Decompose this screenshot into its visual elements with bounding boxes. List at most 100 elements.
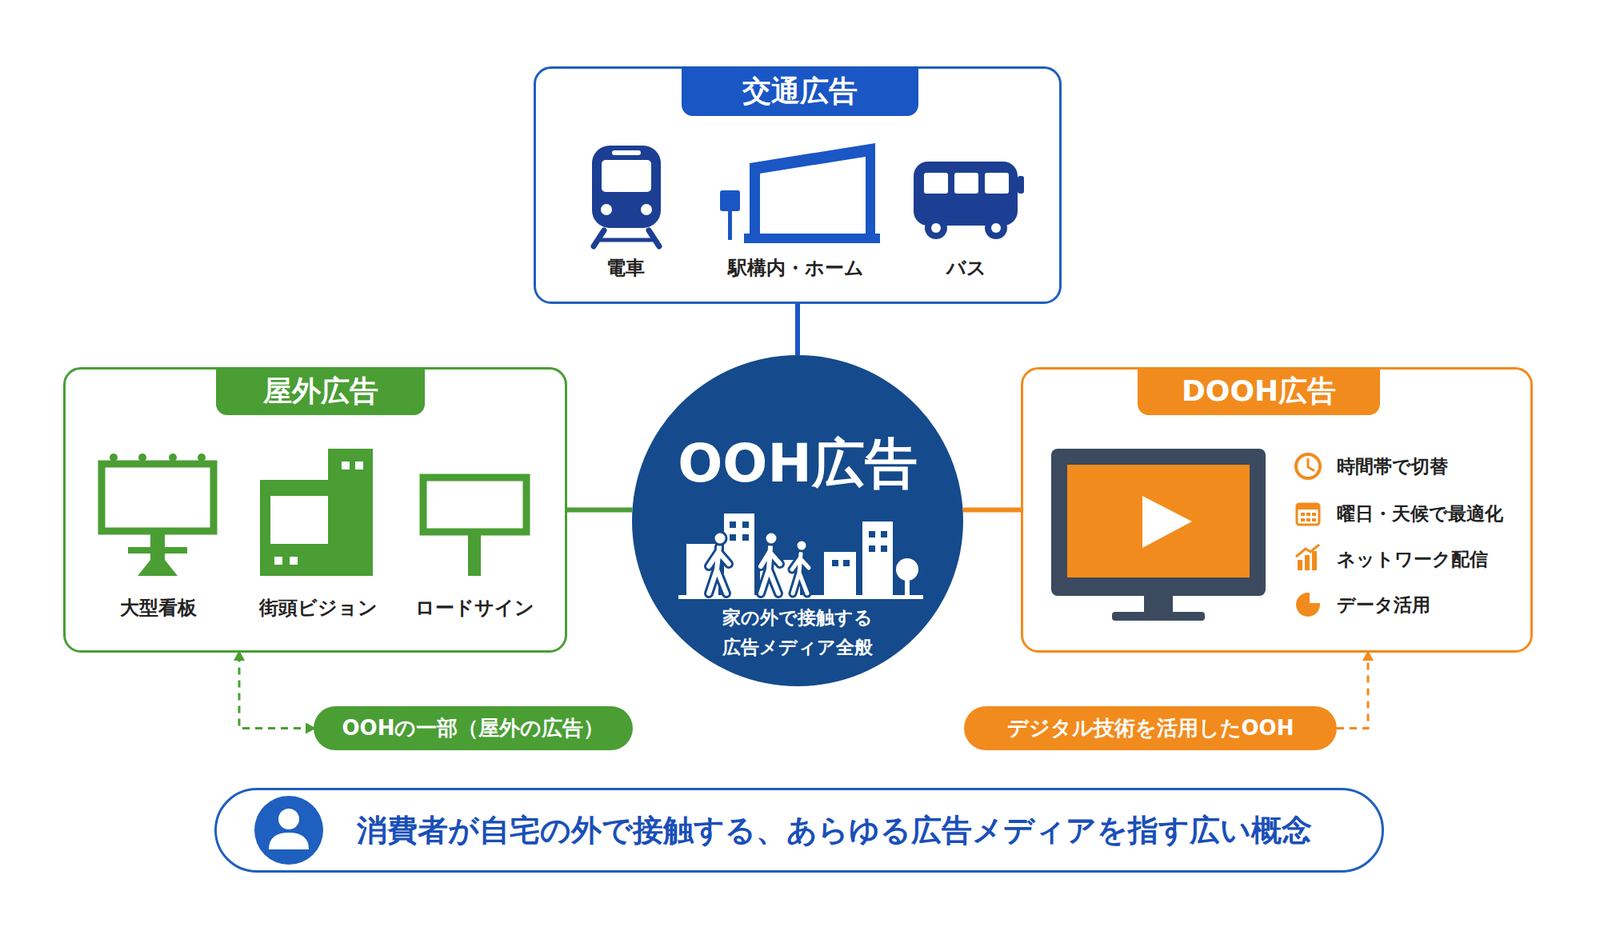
monitor-icon-part: [1051, 448, 1266, 596]
pedestrian-figures-part: [796, 540, 808, 552]
calendar-icon-part: [1300, 518, 1305, 522]
central-circle-text: 家の外で接触する 広告メディア全般: [709, 603, 886, 663]
city-illustration-part: [843, 560, 850, 567]
city-illustration-part: [729, 521, 736, 528]
chart-icon-part: [1312, 551, 1317, 571]
bus-icon-part: [924, 216, 948, 240]
person-icon-part: [254, 796, 324, 865]
bus-icon-part: [984, 216, 1008, 240]
pie-icon: [1296, 592, 1321, 617]
category-box-text: 駅構内・ホーム: [716, 254, 876, 282]
city-illustration-part: [686, 544, 719, 597]
summary-banner-text: 消費者が自宅の外で接触する、あらゆる広告メディアを指す広い概念: [356, 790, 1373, 871]
monitor-icon-part: [1144, 596, 1173, 612]
street-vision-icon-part: [355, 461, 364, 470]
chart-icon: [1296, 544, 1320, 571]
pie-icon-part: [1309, 592, 1321, 604]
category-box-text: 電車: [545, 254, 706, 282]
calendar-icon-part: [1296, 504, 1320, 525]
category-heading: 屋外広告: [216, 367, 425, 416]
train-icon-part: [601, 160, 652, 192]
street-vision-icon: [260, 448, 373, 576]
street-vision-icon-part: [328, 448, 373, 576]
category-heading: DOOH広告: [1137, 367, 1380, 416]
clock-icon-part: [1296, 454, 1320, 479]
train-icon-part: [612, 150, 641, 156]
pedestrian-figures: [708, 532, 809, 594]
person-icon-part: [268, 832, 309, 850]
calendar-icon-part: [1312, 518, 1316, 522]
connector-line: [795, 304, 800, 356]
category-box-text: ロードサイン: [394, 594, 555, 622]
category-box-text: 街頭ビジョン: [238, 594, 399, 622]
category-box: 屋外広告大型看板街頭ビジョンロードサイン: [63, 367, 568, 653]
category-box-text: 時間帯で切替: [1336, 453, 1529, 480]
train-icon-part: [648, 230, 660, 247]
pedestrian-figures-part: [708, 547, 729, 594]
note-pill: OOHの一部（屋外の広告）: [313, 706, 633, 751]
clock-icon-part: [1308, 459, 1314, 471]
category-box-text: ネットワーク配信: [1336, 546, 1529, 572]
train-icon-part: [640, 204, 652, 216]
billboard-icon-part: [109, 453, 118, 462]
city-illustration-part: [678, 595, 924, 600]
category-box: 交通広告電車駅構内・ホームバス: [533, 66, 1062, 304]
billboard-icon-part: [128, 547, 188, 554]
category-box-text: データ活用: [1336, 592, 1529, 618]
bus-icon-part: [984, 172, 1009, 194]
train-icon-part: [593, 230, 604, 247]
street-vision-icon-part: [270, 496, 328, 544]
city-illustration-part: [729, 534, 736, 541]
road-sign-icon: [423, 477, 527, 576]
city-illustration-part: [880, 531, 888, 538]
billboard-icon: [101, 453, 214, 576]
note-pill-text: デジタル技術を活用したOOH: [964, 706, 1337, 751]
station-icon-part: [865, 148, 876, 240]
city-illustration-part: [904, 569, 910, 597]
city-illustration-part: [896, 558, 919, 581]
bus-icon-part: [1017, 176, 1024, 194]
station-icon-part: [749, 163, 760, 240]
person-icon: [254, 796, 324, 865]
pedestrian-figures-part: [792, 553, 809, 594]
billboard-icon-part: [150, 531, 165, 570]
train-icon: [592, 145, 661, 247]
city-illustration-part: [760, 560, 800, 597]
note-pill-text: OOHの一部（屋外の広告）: [313, 706, 633, 751]
billboard-icon-part: [137, 560, 178, 576]
street-vision-icon-part: [260, 480, 332, 576]
road-sign-icon-part: [423, 477, 527, 532]
city-illustration: [678, 513, 924, 600]
bus-icon-part: [924, 172, 948, 194]
pedestrian-figures-part: [760, 547, 780, 594]
category-box-text: 大型看板: [78, 594, 239, 622]
summary-banner: 消費者が自宅の外で接触する、あらゆる広告メディアを指す広い概念: [214, 788, 1384, 873]
station-icon-part: [720, 190, 740, 212]
chart-icon-part: [1304, 555, 1310, 571]
bus-icon-part: [954, 172, 979, 194]
central-circle-text: OOH広告: [632, 432, 964, 496]
bus-icon-part: [913, 161, 1018, 226]
dashed-arrow: [239, 652, 314, 729]
bus-icon-part: [991, 223, 1001, 233]
note-pill: デジタル技術を活用したOOH: [964, 706, 1337, 751]
street-vision-icon-part: [289, 556, 298, 565]
category-heading: 交通広告: [681, 66, 919, 116]
city-illustration-part: [832, 560, 839, 567]
billboard-icon-part: [101, 464, 214, 532]
pie-icon-part: [1296, 592, 1320, 617]
pedestrian-figures-part: [713, 532, 727, 545]
city-illustration-part: [868, 545, 876, 552]
dashed-arrow: [1336, 652, 1368, 729]
billboard-icon-part: [168, 453, 177, 462]
billboard-icon-part: [197, 453, 206, 462]
calendar-icon-part: [1306, 512, 1311, 516]
pedestrian-figures-part: [764, 532, 778, 545]
connector-line: [567, 508, 632, 513]
pedestrian-figures-part: [792, 553, 809, 594]
calendar-icon: [1296, 504, 1320, 525]
category-box-text: 曜日・天候で最適化: [1336, 500, 1529, 527]
calendar-icon-part: [1312, 512, 1316, 516]
bus-icon: [913, 161, 1024, 240]
calendar-icon-part: [1306, 518, 1311, 522]
